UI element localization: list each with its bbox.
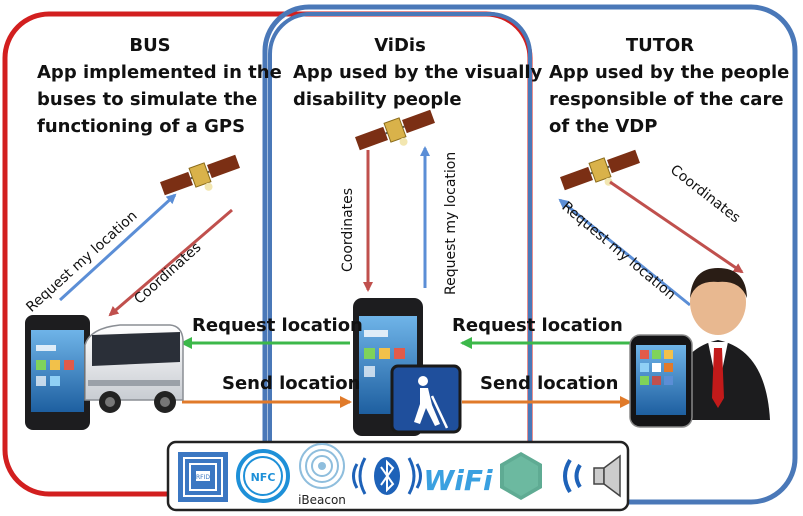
tutor-description-line-3: of the VDP (549, 116, 658, 137)
rfid-icon: RFID (178, 452, 228, 502)
tutor-title: TUTOR (625, 35, 695, 56)
audio-icon (563, 454, 621, 498)
bus-description-line-1: App implemented in the (37, 62, 282, 83)
bus-coordinates-arrow (108, 208, 233, 317)
tutor-description-line-2: responsible of the care (549, 89, 784, 110)
satellite-icon-bus (160, 154, 240, 196)
wifi-icon: WiFi (423, 464, 493, 497)
blind-person-icon (390, 364, 462, 434)
ibeacon-label: iBeacon (298, 493, 346, 507)
right-request-location-label: Request location (452, 315, 623, 336)
vidis-request-label: Request my location (443, 151, 459, 295)
tutor-person-icon (668, 268, 770, 420)
rfid-label: RFID (196, 474, 210, 481)
bus-title: BUS (129, 35, 171, 56)
bluetooth-icon (352, 457, 422, 495)
bus-phone-icon (25, 315, 90, 430)
left-request-location-label: Request location (192, 315, 363, 336)
bus-request-arrow (58, 193, 177, 302)
nfc-label: NFC (251, 471, 276, 484)
bus-icon (84, 324, 184, 413)
tutor-request-arrow (558, 198, 691, 307)
vidis-description-line-2: disability people (293, 89, 462, 110)
tutor-description-line-1: App used by the people (549, 62, 790, 83)
tutor-phone-icon (629, 334, 693, 428)
left-send-location-label: Send location (222, 373, 361, 394)
nfc-icon: NFC (236, 449, 290, 503)
bus-description-line-2: buses to simulate the (37, 89, 258, 110)
tutor-coordinates-arrow (609, 180, 744, 274)
ibeacon-icon: iBeacon (298, 443, 346, 507)
right-send-location-label: Send location (480, 373, 619, 394)
satellite-icon-tutor (560, 149, 640, 191)
vidis-title: ViDis (374, 35, 426, 56)
bus-description-line-3: functioning of a GPS (37, 116, 246, 137)
wifi-label: WiFi (423, 464, 493, 497)
beacon-tag-icon (500, 452, 542, 500)
satellite-icon-vidis (355, 109, 435, 151)
vidis-coordinates-label: Coordinates (340, 187, 356, 272)
vidis-description-line-1: App used by the visually (293, 62, 543, 83)
